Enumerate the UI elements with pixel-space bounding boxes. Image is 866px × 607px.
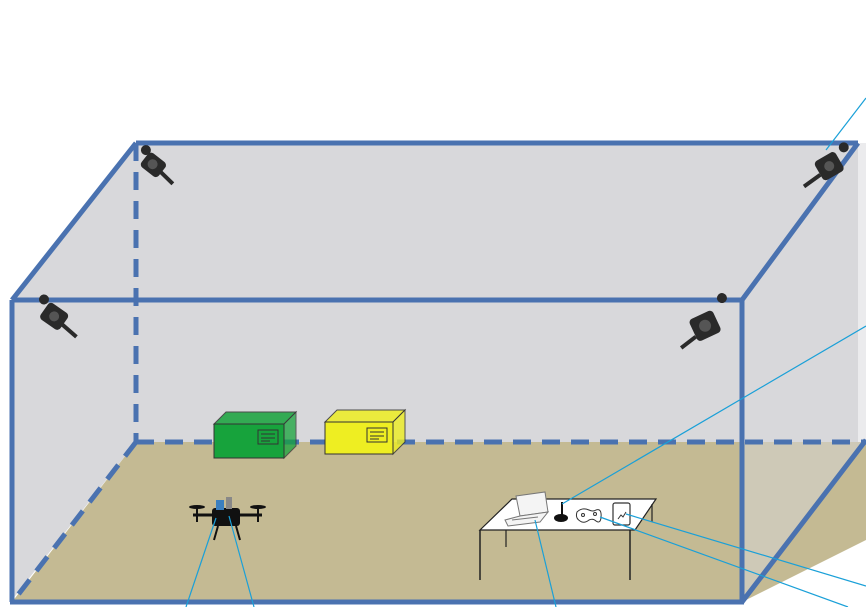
- drone-right-leader-line: [228, 515, 255, 607]
- floor: [12, 442, 866, 602]
- leader-lines: [185, 97, 866, 607]
- gamepad-leader-line: [599, 516, 849, 607]
- drone-icon: [189, 497, 266, 541]
- phone-leader-line: [625, 513, 866, 587]
- visible-edges: [9, 140, 866, 605]
- bottom-right-edge: [740, 438, 866, 604]
- laptop-icon: [504, 491, 550, 527]
- back-wall: [136, 143, 858, 442]
- top-left-edge: [10, 141, 138, 302]
- yellow-box: [323, 408, 407, 456]
- transmitter-leader-line: [561, 325, 866, 505]
- green-box: [212, 410, 298, 460]
- antenna-icon: [554, 502, 568, 522]
- camera-icon: [679, 293, 727, 350]
- left-wall: [12, 143, 136, 600]
- camera-icon: [38, 294, 78, 339]
- camera-icon: [140, 145, 175, 186]
- qr-marker-icon: [257, 429, 279, 445]
- camera-icon: [802, 142, 849, 189]
- right-wall: [742, 143, 866, 602]
- drone-left-leader-line: [185, 517, 217, 607]
- left-floor-edge: [12, 440, 138, 602]
- gamepad-icon: [575, 508, 602, 523]
- camera-leader-line: [825, 97, 866, 151]
- qr-marker-icon: [366, 427, 388, 443]
- laptop-leader-line: [534, 519, 557, 607]
- phone-icon: [612, 502, 631, 526]
